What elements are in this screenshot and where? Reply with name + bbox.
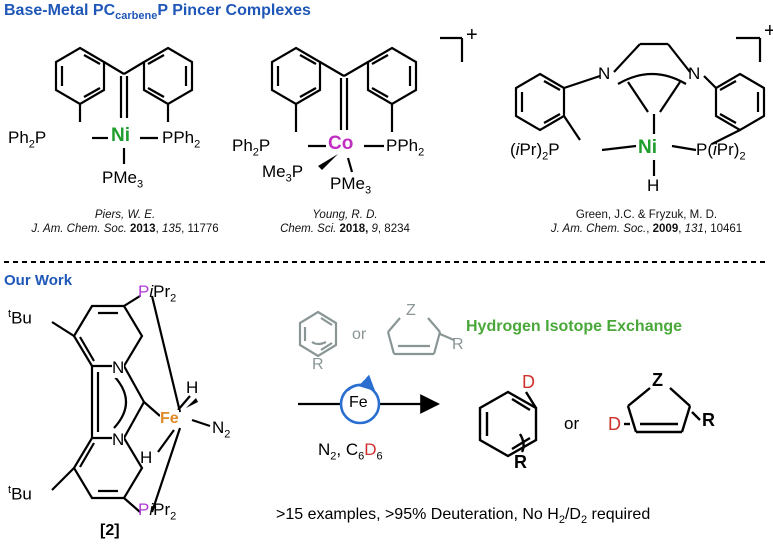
- c3-metal-ni: Ni: [638, 137, 657, 158]
- arene-substrate: [298, 310, 338, 358]
- hetero-z: Z: [406, 302, 416, 319]
- complex-ni-fryzuk: [514, 36, 766, 176]
- heteroarene-substrate: [386, 317, 455, 356]
- c1-left-phosphine: Ph2P: [8, 128, 47, 151]
- or-substrates: or: [352, 326, 367, 343]
- product-d-hetero: D: [608, 414, 621, 434]
- deuterated-heteroarene-product: [624, 387, 701, 434]
- hie-title: Hydrogen Isotope Exchange: [466, 318, 683, 335]
- section-title-pincer: Base-Metal PCcarbeneP Pincer Complexes: [4, 2, 311, 23]
- section-title-our-work: Our Work: [4, 272, 73, 289]
- c1-apical-ligand: PMe3: [102, 168, 144, 191]
- c1-metal-ni: Ni: [111, 125, 130, 146]
- c2-right-phosphine: PPh2: [386, 136, 425, 159]
- product-r-arene: R: [514, 452, 527, 472]
- c2-left-phosphine: Ph2P: [232, 136, 271, 159]
- product-r-hetero: R: [702, 410, 715, 430]
- product-z: Z: [652, 370, 663, 390]
- c3-right-phosphine: P(iPr)2: [696, 140, 746, 163]
- deuterated-arene-product: [478, 390, 538, 458]
- hetero-r: R: [452, 336, 464, 353]
- c3-hydride: H: [647, 176, 660, 195]
- wedge-bond: [318, 154, 338, 170]
- hydride-bottom: H: [140, 448, 153, 467]
- c2-citation: Young, R. D. Chem. Sci. 2018, 9, 8234: [280, 209, 410, 235]
- p-bottom: PiPr2: [138, 500, 177, 523]
- summary-line: >15 examples, >95% Deuteration, No H2/D2…: [276, 506, 651, 527]
- complex-co-young: [270, 36, 464, 173]
- tbu-top: tBu: [8, 308, 32, 328]
- dinitrogen-ligand: N2: [212, 418, 231, 441]
- or-products: or: [564, 414, 580, 433]
- c1-right-phosphine: PPh2: [162, 128, 201, 151]
- product-d-arene: D: [522, 372, 535, 392]
- reaction-conditions: N2, C6D6: [318, 440, 383, 463]
- c2-trimethylphosphine-apical: PMe3: [330, 174, 372, 197]
- c3-left-phosphine: (iPr)2P: [510, 140, 560, 163]
- p-top: PiPr2: [138, 282, 177, 305]
- compound-label: [2]: [100, 522, 120, 539]
- c2-charge: +: [466, 24, 478, 46]
- c3-citation: Green, J.C. & Fryzuk, M. D. J. Am. Chem.…: [550, 209, 743, 235]
- c3-charge: +: [764, 20, 773, 42]
- n-top: N: [112, 358, 125, 378]
- metal-fe: Fe: [160, 410, 179, 428]
- c3-n-left: N: [598, 64, 611, 83]
- substrate-r: R: [312, 356, 324, 373]
- n-bottom: N: [112, 430, 125, 450]
- fe-pincer-complex: [51, 295, 211, 513]
- c3-n-right: N: [688, 64, 701, 83]
- c2-metal-co: Co: [328, 133, 354, 154]
- c2-trimethylphosphine-left: Me3P: [262, 162, 304, 185]
- tbu-bottom: tBu: [8, 484, 32, 504]
- catalyst-label: Fe: [349, 394, 368, 411]
- hydride-top: H: [186, 378, 199, 397]
- c1-citation: Piers, W. E. J. Am. Chem. Soc. 2013, 135…: [31, 209, 219, 235]
- complex-ni-piers: [54, 46, 194, 164]
